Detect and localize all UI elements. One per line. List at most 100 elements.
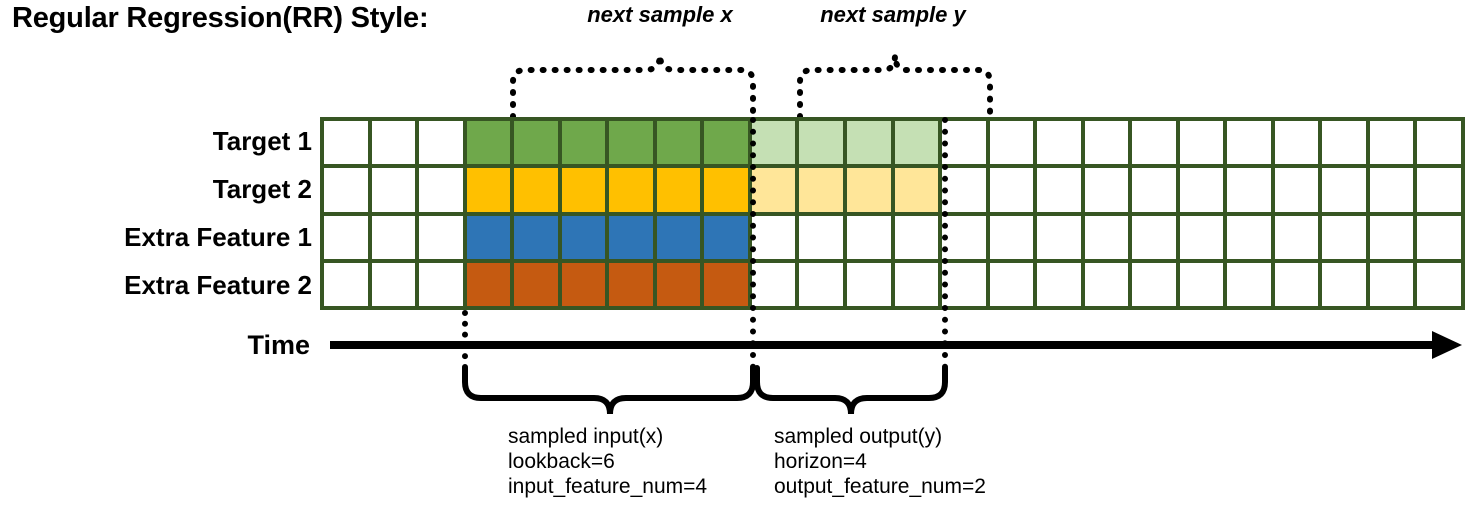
top-dotted-braces — [510, 54, 993, 120]
grid-cell-r2-c4 — [466, 168, 511, 212]
row-label-extra-feature-1: Extra Feature 1 — [124, 222, 312, 252]
grid-cell-r1-c6 — [561, 121, 606, 165]
grid-cell-r2-c19 — [1179, 168, 1224, 212]
grid-cell-r4-c12 — [846, 262, 891, 306]
grid-cell-r4-c13 — [894, 262, 939, 306]
grid-cell-r2-c17 — [1084, 168, 1129, 212]
grid-cell-r2-c18 — [1132, 168, 1176, 212]
grid-cell-r3-c20 — [1227, 215, 1271, 259]
row-label-extra-feature-2: Extra Feature 2 — [124, 270, 312, 300]
timeseries-grid — [320, 117, 1465, 310]
grid-cell-r3-c14 — [942, 215, 986, 259]
grid-cell-r3-c18 — [1132, 215, 1176, 259]
grid-cell-r4-c5 — [514, 262, 558, 306]
grid-cell-r2-c13 — [894, 168, 939, 212]
grid-cell-r2-c1 — [324, 168, 368, 212]
grid-cell-r1-c9 — [704, 121, 748, 165]
grid-cell-r4-c7 — [609, 262, 653, 306]
grid-cell-r1-c2 — [371, 121, 416, 165]
grid-cell-r4-c10 — [751, 262, 796, 306]
grid-cell-r3-c23 — [1369, 215, 1414, 259]
annotation-output-title: sampled output(y) — [774, 425, 943, 448]
grid-cell-r2-c14 — [942, 168, 986, 212]
grid-cell-r1-c8 — [656, 121, 701, 165]
grid-cell-r2-c3 — [419, 168, 463, 212]
grid-cell-r2-c10 — [751, 168, 796, 212]
grid-cell-r2-c5 — [514, 168, 558, 212]
time-axis-line — [330, 341, 1450, 349]
grid-cell-r1-c5 — [514, 121, 558, 165]
annotation-output-horizon: horizon=4 — [774, 450, 867, 473]
grid-cell-r1-c24 — [1417, 121, 1461, 165]
grid-cell-r3-c15 — [989, 215, 1034, 259]
grid-cell-r3-c1 — [324, 215, 368, 259]
grid-cell-r1-c22 — [1322, 121, 1366, 165]
grid-cell-r2-c6 — [561, 168, 606, 212]
grid-cell-r1-c10 — [751, 121, 796, 165]
grid-cell-r1-c14 — [942, 121, 986, 165]
grid-cell-r3-c17 — [1084, 215, 1129, 259]
grid-cell-r3-c11 — [799, 215, 843, 259]
grid-cell-r4-c9 — [704, 262, 748, 306]
grid-cell-r1-c13 — [894, 121, 939, 165]
grid-cell-r4-c23 — [1369, 262, 1414, 306]
grid-cell-r3-c22 — [1322, 215, 1366, 259]
guide-line-input-start — [462, 310, 468, 370]
grid-cell-r2-c23 — [1369, 168, 1414, 212]
annotation-input-lookback: lookback=6 — [508, 450, 615, 473]
grid-cell-r2-c8 — [656, 168, 701, 212]
grid-cell-r2-c16 — [1037, 168, 1081, 212]
grid-cell-r2-c11 — [799, 168, 843, 212]
grid-cell-r3-c4 — [466, 215, 511, 259]
grid-cell-r4-c24 — [1417, 262, 1461, 306]
grid-cell-r2-c7 — [609, 168, 653, 212]
grid-cell-r2-c22 — [1322, 168, 1366, 212]
grid-cell-r3-c9 — [704, 215, 748, 259]
grid-cell-r3-c2 — [371, 215, 416, 259]
grid-cell-r4-c18 — [1132, 262, 1176, 306]
grid-cell-r1-c3 — [419, 121, 463, 165]
grid-cell-r2-c15 — [989, 168, 1034, 212]
grid-cell-r4-c6 — [561, 262, 606, 306]
grid-cell-r3-c21 — [1274, 215, 1319, 259]
time-axis-label: Time — [247, 330, 310, 360]
grid-cell-r3-c6 — [561, 215, 606, 259]
grid-cell-r1-c23 — [1369, 121, 1414, 165]
grid-cell-r3-c3 — [419, 215, 463, 259]
grid-cell-r4-c20 — [1227, 262, 1271, 306]
grid-cell-r4-c2 — [371, 262, 416, 306]
grid-cell-r3-c13 — [894, 215, 939, 259]
grid-cell-r1-c16 — [1037, 121, 1081, 165]
row-label-target-2: Target 2 — [212, 174, 312, 204]
grid-cell-r3-c5 — [514, 215, 558, 259]
time-axis-arrow-icon — [1432, 331, 1462, 359]
grid-cell-r1-c17 — [1084, 121, 1129, 165]
grid-cell-r1-c12 — [846, 121, 891, 165]
grid-cell-r3-c8 — [656, 215, 701, 259]
grid-cell-r4-c1 — [324, 262, 368, 306]
grid-cell-r4-c14 — [942, 262, 986, 306]
grid-cell-r1-c18 — [1132, 121, 1176, 165]
grid-cell-r4-c3 — [419, 262, 463, 306]
grid-cell-r4-c15 — [989, 262, 1034, 306]
grid-cell-r3-c24 — [1417, 215, 1461, 259]
grid-cell-r4-c19 — [1179, 262, 1224, 306]
grid-cell-r4-c8 — [656, 262, 701, 306]
guide-line-output-end — [942, 117, 948, 370]
caption-next-sample-y: next sample y — [820, 2, 966, 27]
grid-cell-r1-c15 — [989, 121, 1034, 165]
grid-cell-r3-c16 — [1037, 215, 1081, 259]
grid-cell-r1-c1 — [324, 121, 368, 165]
grid-cell-r3-c19 — [1179, 215, 1224, 259]
guide-line-input-end — [750, 117, 756, 370]
grid-cell-r2-c2 — [371, 168, 416, 212]
grid-cell-r1-c21 — [1274, 121, 1319, 165]
grid-cell-r3-c10 — [751, 215, 796, 259]
grid-cell-r1-c20 — [1227, 121, 1271, 165]
grid-cell-r4-c17 — [1084, 262, 1129, 306]
grid-cell-r1-c19 — [1179, 121, 1224, 165]
grid-cell-r1-c7 — [609, 121, 653, 165]
bottom-solid-braces — [462, 365, 948, 415]
grid-cell-r2-c12 — [846, 168, 891, 212]
